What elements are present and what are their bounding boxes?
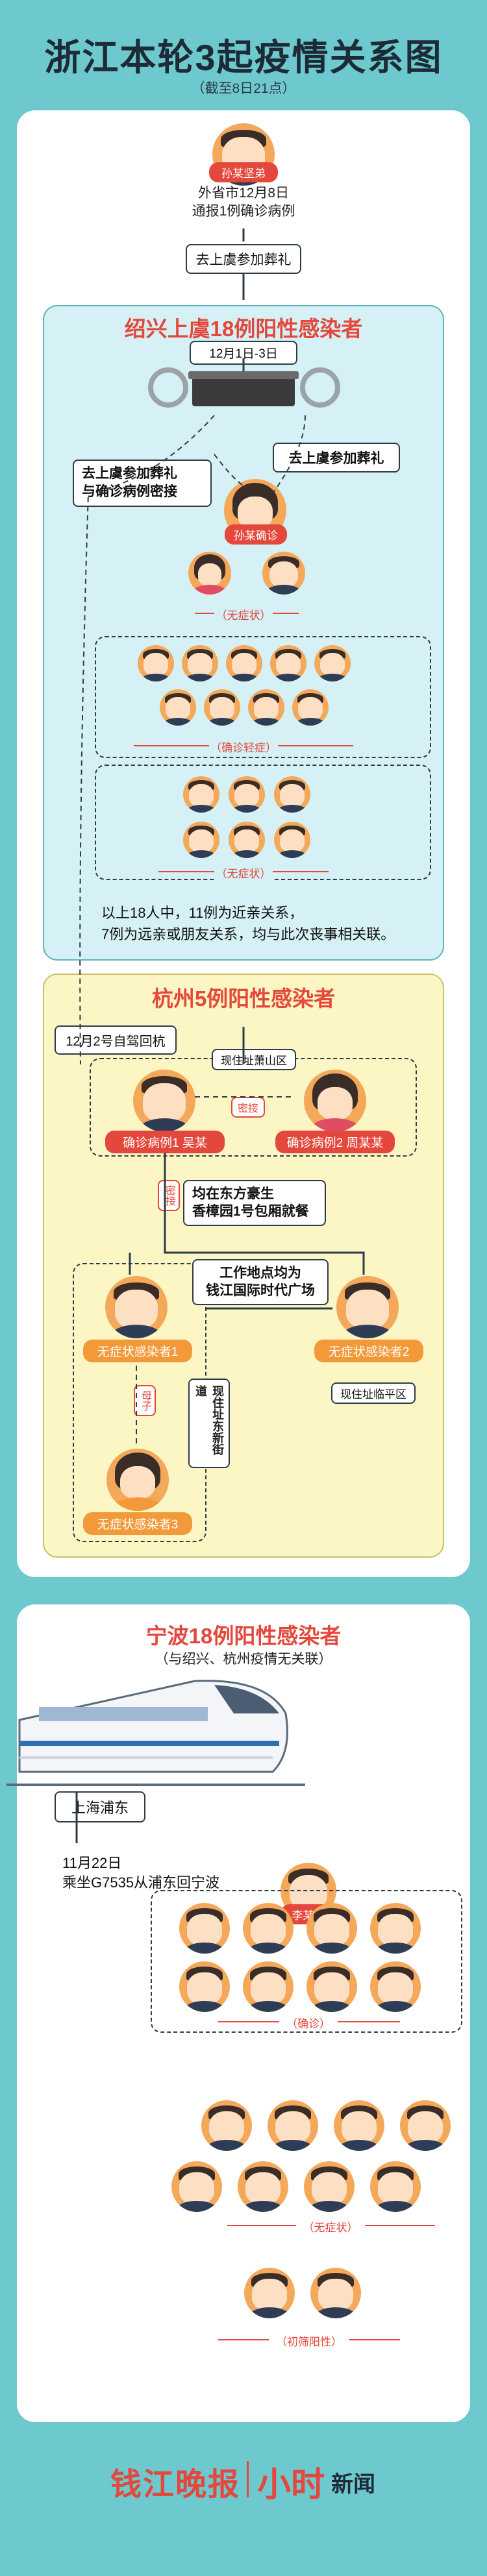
group-mild-label: （确诊轻症） <box>209 739 278 755</box>
residence-xiaoshan: 现住址萧山区 <box>212 1049 296 1070</box>
group-asymptomatic-2: （无症状） <box>214 865 273 881</box>
group-asym-label: （无症状） <box>296 2218 365 2235</box>
patient-note: 外省市12月8日 通报1例确诊病例 <box>0 184 487 221</box>
shaoxing-title: 绍兴上虞18例阳性感染者 <box>124 317 363 341</box>
ningbo-travel: 11月22日 乘坐G7535从浦东回宁波 <box>62 1854 322 1892</box>
avatar-asym2-3 <box>274 776 310 813</box>
close-contact-h: 密接 <box>231 1097 266 1118</box>
avatar-case1 <box>133 1070 195 1132</box>
patient-note-line2: 通报1例确诊病例 <box>192 204 295 219</box>
page-subtitle: （截至8日21点） <box>191 81 296 96</box>
avatar-asym3 <box>106 1449 169 1511</box>
avatar-nb-confirmed-3 <box>306 1903 357 1954</box>
travel-line1: 11月22日 <box>62 1855 122 1871</box>
shaoxing-date-range: 12月1日-3日 <box>190 341 297 365</box>
logo-qianjiang: 钱江晚报 <box>110 2466 241 2503</box>
travel-line2: 乘坐G7535从浦东回宁波 <box>62 1874 220 1891</box>
avatar-case2 <box>304 1070 366 1132</box>
avatar-mild-4 <box>270 645 306 681</box>
avatar-mild-1 <box>138 645 174 681</box>
avatar-nb-confirmed-4 <box>370 1903 421 1954</box>
group-confirmed-label: （确诊） <box>279 2015 338 2031</box>
avatar-mild-5 <box>314 645 351 681</box>
avatar-shaoxing-asym-b <box>262 552 305 595</box>
wreath-right-icon <box>300 367 340 408</box>
work-line2: 钱江国际时代广场 <box>206 1283 315 1299</box>
avatar-nb-asym-7 <box>304 2161 355 2212</box>
group-confirmed-box <box>151 1890 462 2033</box>
avatar-nb-initial-1 <box>244 2268 295 2318</box>
avatar-asym1 <box>105 1276 168 1338</box>
wreath-left-icon <box>148 367 188 408</box>
avatar-nb-asym-8 <box>370 2161 421 2212</box>
avatar-asym2-2 <box>229 776 265 813</box>
avatar-nb-asym-4 <box>400 2100 451 2151</box>
mother-son: 母子 <box>134 1385 156 1416</box>
residence-xinjie: 现住址东新街道 <box>188 1379 230 1468</box>
avatar-nb-confirmed-6 <box>243 1961 293 2012</box>
asym2-label: 无症状感染者2 <box>314 1340 423 1362</box>
logo-divider <box>247 2461 249 2497</box>
ningbo-subtitle: （与绍兴、杭州疫情无关联） <box>155 1652 332 1667</box>
avatar-nb-asym-1 <box>201 2100 252 2151</box>
case1-label: 确诊病例1 吴某 <box>105 1131 225 1153</box>
logo-xinwen: 新闻 <box>331 2472 375 2497</box>
group-asymptomatic-1: （无症状） <box>214 606 273 622</box>
avatar-nb-confirmed-7 <box>306 1961 357 2012</box>
avatar-asym2 <box>336 1276 399 1338</box>
avatar-asym2-6 <box>274 822 310 858</box>
avatar-nb-asym-5 <box>171 2161 222 2212</box>
patient-note-line1: 外省市12月8日 <box>197 186 290 201</box>
label-sun-confirmed: 孙某确诊 <box>225 524 287 545</box>
ningbo-title: 宁波18例阳性感染者 <box>145 1624 342 1648</box>
group-initial-label: （初筛阳性） <box>269 2333 349 2349</box>
avatar-nb-confirmed-5 <box>179 1961 230 2012</box>
asym3-label: 无症状感染者3 <box>83 1512 192 1535</box>
avatar-asym2-5 <box>229 822 265 858</box>
asym1-label: 无症状感染者1 <box>83 1340 192 1362</box>
logo-xiaoshi: 小时 <box>257 2466 325 2504</box>
avatar-nb-asym-2 <box>268 2100 318 2151</box>
avatar-nb-confirmed-2 <box>243 1903 293 1954</box>
coffin-top-icon <box>188 371 299 379</box>
avatar-mild-7 <box>204 689 240 726</box>
avatar-mild-9 <box>292 689 329 726</box>
origin-shanghai: 上海浦东 <box>55 1791 145 1822</box>
residence-linping: 现住址临平区 <box>331 1382 416 1404</box>
avatar-mild-3 <box>226 645 262 681</box>
avatar-nb-asym-3 <box>334 2100 384 2151</box>
case2-label: 确诊病例2 周某某 <box>275 1131 395 1153</box>
avatar-nb-confirmed-8 <box>370 1961 421 2012</box>
page-title: 浙江本轮3起疫情关系图 <box>44 37 443 78</box>
avatar-nb-initial-2 <box>310 2268 361 2318</box>
coffin-icon <box>192 376 295 406</box>
avatar-mild-6 <box>160 689 196 726</box>
label-sun-brother: 孙某坚弟 <box>209 162 278 182</box>
avatar-mild-8 <box>248 689 284 726</box>
avatar-mild-2 <box>182 645 218 681</box>
avatar-asym2-1 <box>183 776 219 813</box>
avatar-asym2-4 <box>183 822 219 858</box>
avatar-nb-confirmed-1 <box>179 1903 230 1954</box>
avatar-nb-asym-6 <box>238 2161 288 2212</box>
